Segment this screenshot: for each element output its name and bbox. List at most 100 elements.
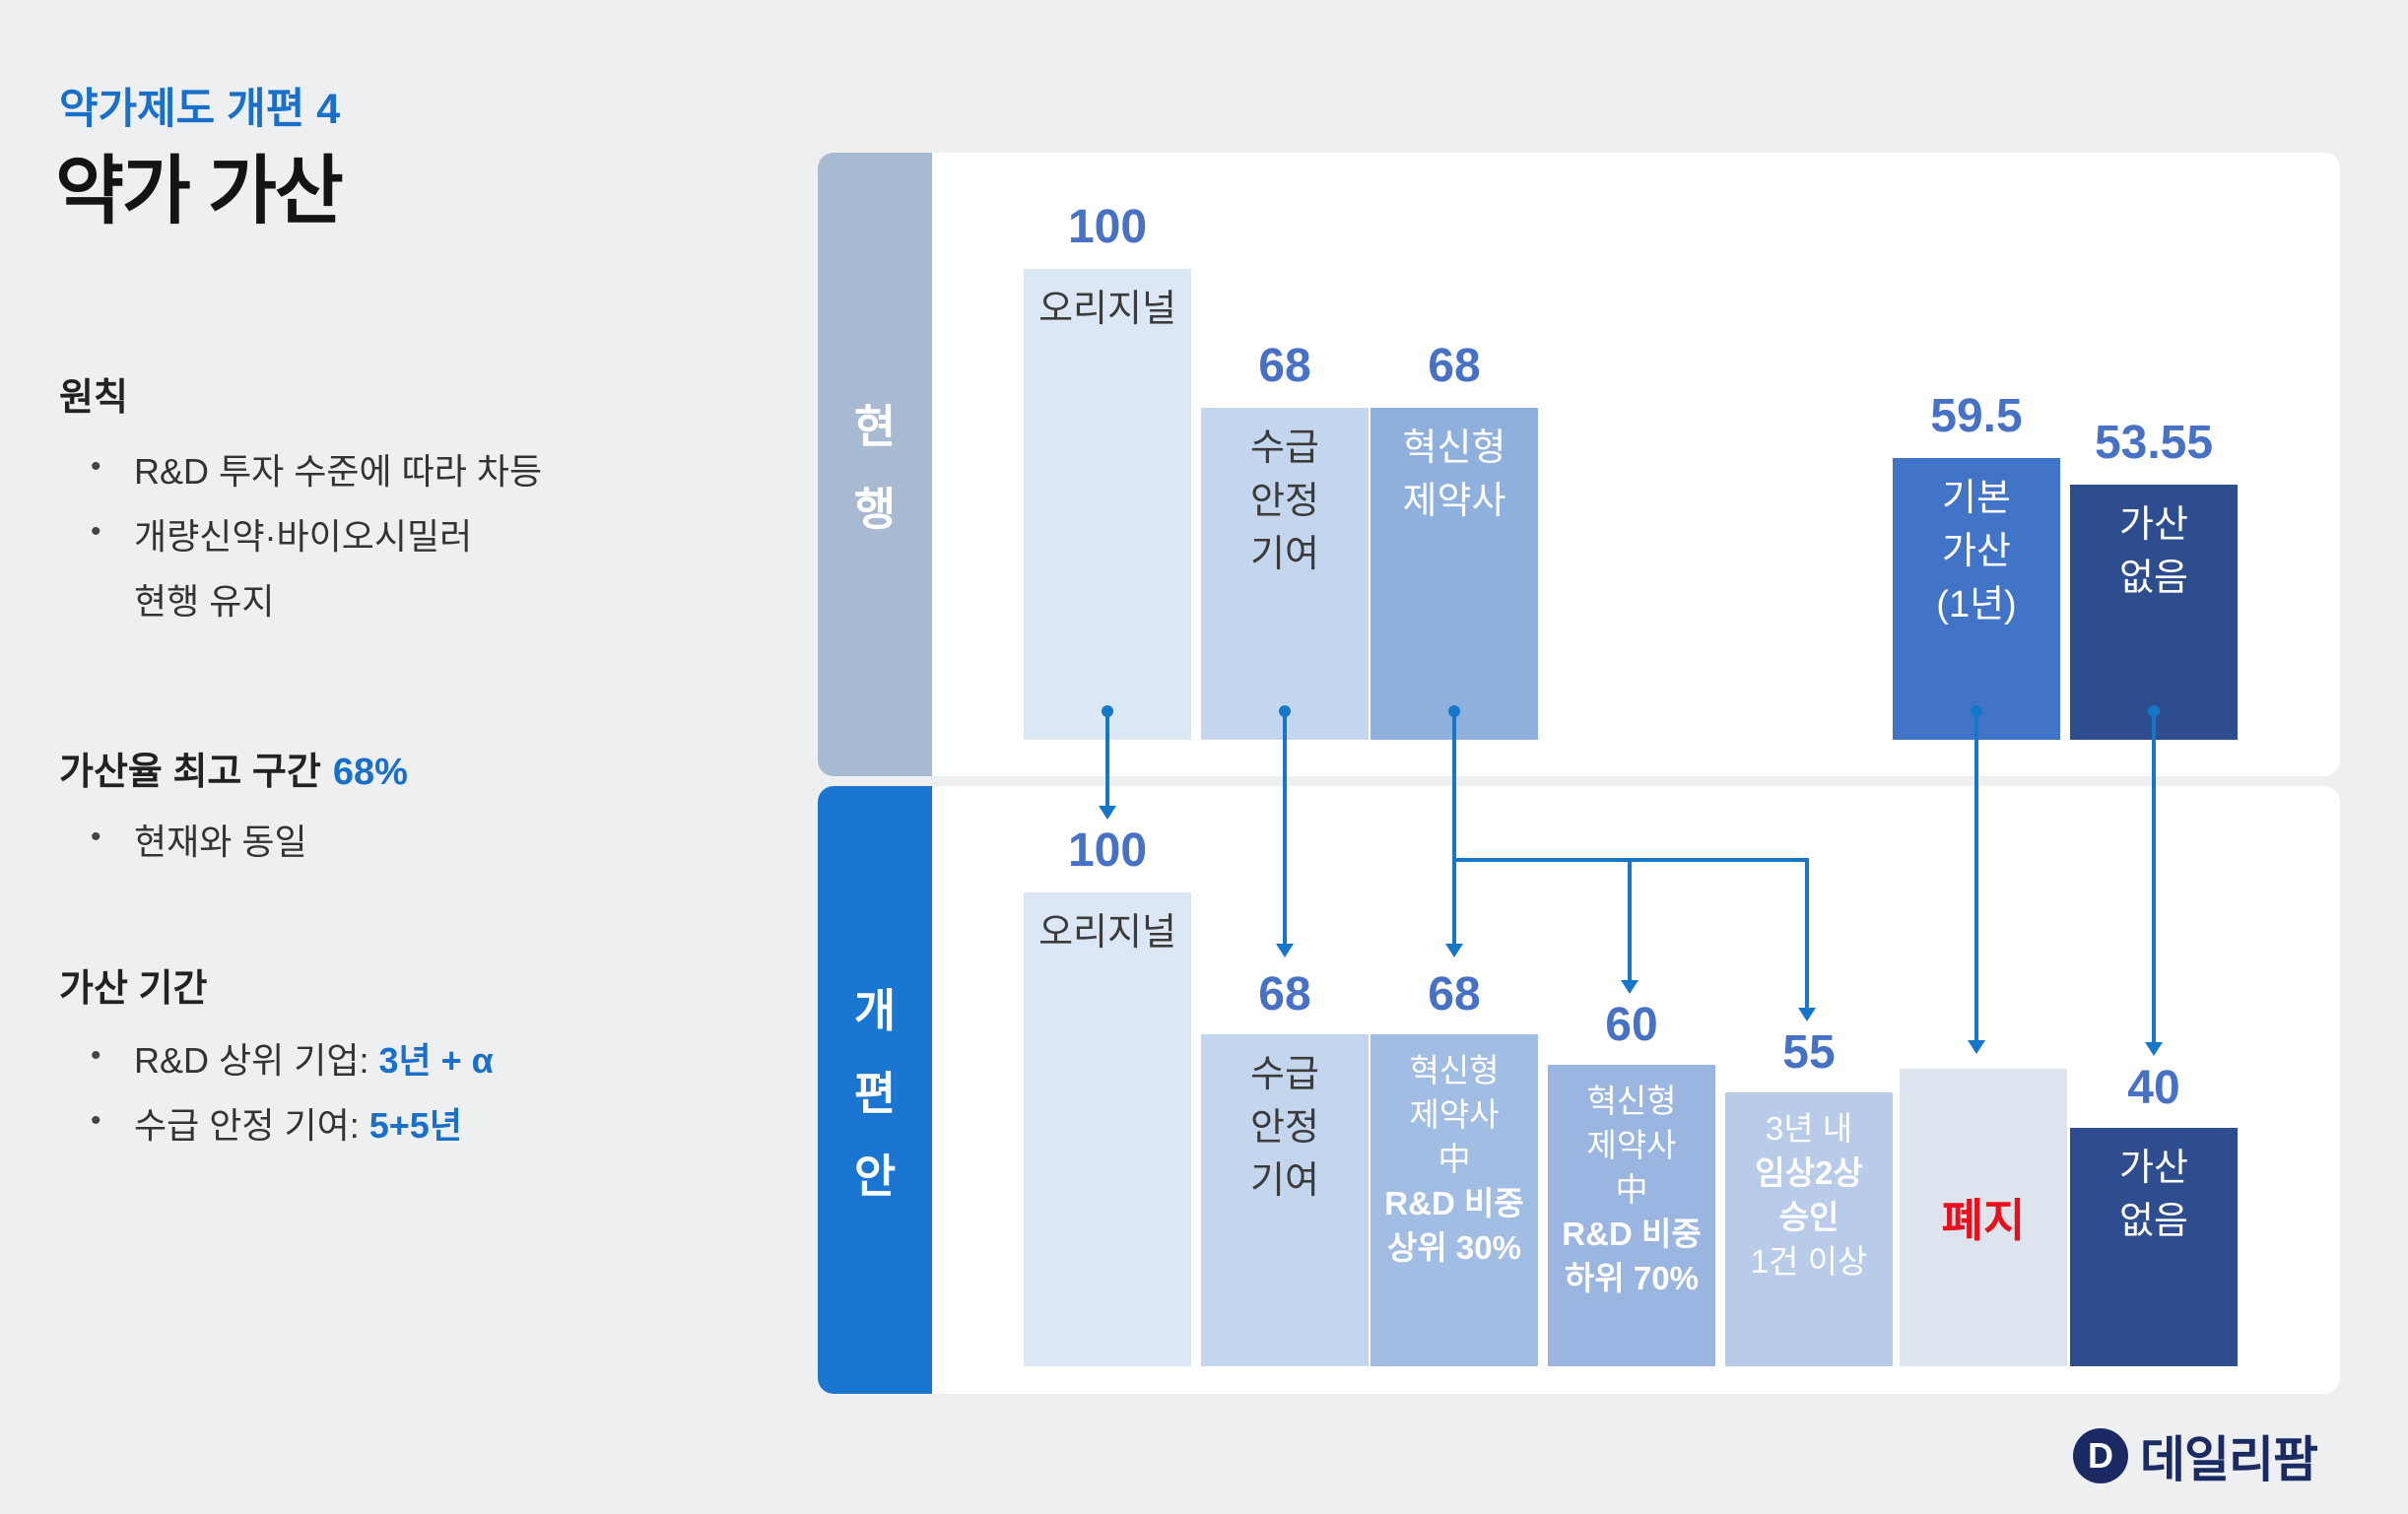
bar-value-current-original: 100: [1067, 201, 1148, 253]
arrow-line-none: [2152, 711, 2156, 1042]
bullet-principle-1: R&D 투자 수준에 따라 차등: [91, 443, 542, 494]
bar-label-line: (1년): [1936, 584, 2017, 625]
bar-label-line: 없음: [2119, 1201, 2188, 1242]
arrow-line-branch-60: [1628, 858, 1632, 980]
arrow-head-icon: [2145, 1042, 2163, 1056]
bullet-dot: [91, 1032, 134, 1084]
arrow-line-branch-55: [1805, 858, 1809, 1008]
bullet-text: 현행 유지: [134, 581, 275, 622]
bar-label-line: 승인: [1778, 1199, 1839, 1235]
bar-label-line: 제약사: [1586, 1127, 1677, 1163]
bullet-max-rate-1: 현재와 동일: [91, 814, 307, 865]
section-heading-principle: 원칙: [59, 377, 128, 419]
bar-value-current-innovative: 68: [1428, 340, 1481, 392]
bar-label-line: 없음: [2119, 558, 2188, 599]
bar-label-line: 3년 내: [1765, 1110, 1853, 1147]
kicker: 약가제도 개편 4: [59, 86, 341, 133]
arrow-head-icon: [1099, 806, 1116, 820]
abolished-label: 폐지: [1941, 1195, 2026, 1246]
bar-reform-supply: 수급 안정 기여: [1201, 1034, 1369, 1366]
bar-label-line: 혁신형: [1586, 1083, 1677, 1119]
bar-value-current-none: 53.55: [2094, 417, 2214, 469]
bullet-dot: [91, 508, 134, 560]
page-title: 약가 가산: [55, 150, 344, 233]
bar-reform-clinical: 3년 내 임상2상 승인 1건 이상: [1725, 1092, 1893, 1366]
bullet-highlight: 3년 + α: [378, 1040, 494, 1081]
panel-label-current: 현 행: [818, 153, 932, 776]
bullet-label: R&D 상위 기업:: [134, 1040, 369, 1081]
bar-label-line: 안정: [1250, 1107, 1319, 1149]
bullet-dot: [91, 814, 134, 865]
arrow-head-icon: [1798, 1008, 1816, 1021]
bar-label-line: 가산: [2119, 504, 2188, 546]
bullet-text: R&D 투자 수준에 따라 차등: [134, 451, 543, 492]
bullet-period-2: 수급 안정 기여: 5+5년: [91, 1097, 462, 1149]
heading-text: 가산율 최고 구간: [59, 752, 321, 793]
bar-reform-original: 오리지널: [1024, 892, 1191, 1366]
bullet-text: R&D 상위 기업: 3년 + α: [134, 1032, 494, 1084]
bar-current-none: 가산 없음: [2070, 485, 2238, 740]
bar-value-reform-supply: 68: [1258, 968, 1311, 1020]
bullet-text: 수급 안정 기여: 5+5년: [134, 1097, 462, 1149]
bar-label-line: 가산: [1942, 531, 2011, 572]
panel-label-char: 안: [853, 1150, 897, 1202]
bar-current-innovative: 혁신형 제약사: [1371, 408, 1538, 740]
arrow-line-supply: [1283, 711, 1287, 944]
arrow-head-icon: [1968, 1040, 1985, 1054]
bar-value-current-supply: 68: [1258, 340, 1311, 392]
bar-label-line: 제약사: [1409, 1096, 1500, 1133]
panel-label-char: 행: [853, 483, 897, 535]
dailypharm-logo-text: 데일리팜: [2140, 1432, 2318, 1487]
arrow-head-icon: [1445, 944, 1463, 957]
bar-current-basic: 기본 가산 (1년): [1893, 458, 2060, 740]
bullet-principle-2-cont: 현행 유지: [91, 573, 274, 625]
bullet-dot: [91, 443, 134, 494]
bar-label-line: 가산: [2119, 1148, 2188, 1189]
bar-label-line: 中: [1438, 1141, 1471, 1177]
bar-value-current-basic: 59.5: [1930, 390, 2023, 442]
bar-label-line: 안정: [1250, 481, 1319, 522]
panel-label-char: 개: [853, 984, 897, 1036]
arrow-line-original: [1105, 711, 1109, 806]
bar-label-line: 기여: [1250, 534, 1319, 575]
bar-reform-none: 가산 없음: [2070, 1128, 2238, 1366]
bar-label-line: 中: [1615, 1171, 1648, 1208]
arrow-line-basic-to-abolished: [1974, 711, 1978, 1040]
bullet-period-1: R&D 상위 기업: 3년 + α: [91, 1032, 494, 1084]
bullet-dot: [91, 1097, 134, 1149]
bar-value-reform-original: 100: [1067, 824, 1148, 877]
bar-reform-abolished: 폐지: [1900, 1069, 2067, 1366]
panel-label-char: 편: [853, 1067, 897, 1119]
bar-value-reform-clinical: 55: [1782, 1026, 1836, 1079]
bullet-label: 수급 안정 기여:: [134, 1105, 360, 1146]
bar-label-line: 상위 30%: [1387, 1229, 1521, 1266]
bar-current-original: 오리지널: [1024, 269, 1191, 740]
bar-value-reform-rnd-top30: 68: [1428, 968, 1481, 1020]
arrow-line-innovative: [1452, 711, 1456, 944]
bar-label-line: R&D 비중: [1562, 1216, 1702, 1252]
bullet-text: 현재와 동일: [134, 822, 307, 862]
bar-label-line: 하위 70%: [1565, 1260, 1699, 1296]
bar-label-line: 수급: [1250, 428, 1319, 469]
bar-label-line: R&D 비중: [1384, 1185, 1524, 1221]
section-heading-period: 가산 기간: [59, 968, 208, 1010]
bar-reform-rnd-bottom70: 혁신형 제약사 中 R&D 비중 하위 70%: [1548, 1065, 1715, 1366]
bar-value-reform-rnd-bottom70: 60: [1605, 999, 1658, 1051]
heading-highlight: 68%: [332, 752, 408, 793]
bar-label-line: 제약사: [1402, 481, 1506, 522]
section-heading-max-rate: 가산율 최고 구간 68%: [59, 741, 408, 795]
bar-value-reform-none: 40: [2127, 1062, 2180, 1114]
panel-label-reform: 개 편 안: [818, 786, 932, 1394]
bar-label-line: 혁신형: [1402, 428, 1506, 469]
bar-label-line: 임상2상: [1755, 1154, 1863, 1191]
bullet-principle-2: 개량신약·바이오시밀러: [91, 508, 472, 560]
bar-label-line: 혁신형: [1409, 1052, 1500, 1088]
panel-label-char: 현: [853, 400, 897, 452]
bar-label-line: 1건 이상: [1750, 1243, 1868, 1280]
dailypharm-logo-icon: D: [2073, 1428, 2128, 1483]
bar-reform-rnd-top30: 혁신형 제약사 中 R&D 비중 상위 30%: [1371, 1034, 1538, 1366]
bar-label-line: 기본: [1942, 478, 2011, 519]
bar-label-line: 기여: [1250, 1160, 1319, 1202]
arrow-head-icon: [1276, 944, 1294, 957]
